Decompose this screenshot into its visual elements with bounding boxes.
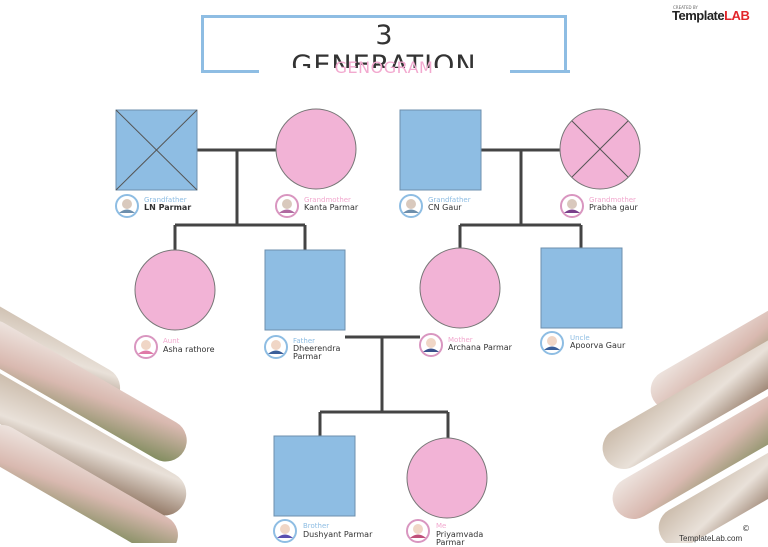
title-number: 3 [375,20,393,51]
photo-strips-left [0,293,187,543]
role-grandmother-gaur: Grandmother [589,196,636,204]
node-aunt [134,249,216,331]
connector-lines [173,148,583,438]
name-grandfather-gaur: CN Gaur [428,203,462,212]
name-mother: Archana Parmar [448,343,512,352]
footer-copyright: © [742,524,750,533]
photo-strips-right [602,290,768,543]
role-mother: Mother [448,336,473,344]
avatar-grandmother-gaur [560,194,584,218]
node-mother [419,247,501,329]
role-me: Me [436,522,447,530]
node-grandmother-parmar [275,108,357,190]
avatar-mother [419,333,443,357]
title-frame-bottom-left [201,70,259,73]
node-grandmother-gaur [559,108,641,190]
node-me [406,437,488,519]
brand-name: Template [672,8,725,23]
role-aunt: Aunt [163,337,180,345]
title-frame-bottom-right [510,70,570,73]
avatar-aunt [134,335,158,359]
role-uncle: Uncle [570,334,590,342]
name-me-line1: Priyamvada [436,530,484,539]
role-grandmother-parmar: Grandmother [304,196,351,204]
title-frame [201,15,567,73]
role-father: Father [293,337,316,345]
node-grandfather-gaur [399,109,482,191]
role-brother: Brother [303,522,330,530]
name-father-line2: Parmar [293,352,322,361]
avatar-brother [273,519,297,543]
name-grandfather-parmar: LN Parmar [144,203,192,212]
avatar-grandfather-gaur [399,194,423,218]
avatar-father [264,335,288,359]
name-brother: Dushyant Parmar [303,530,373,539]
role-grandfather-parmar: Grandfather [144,196,187,204]
subtitle: GENOGRAM [334,58,434,77]
brand-name-accent: LAB [724,8,750,23]
title-word: GENERATION [291,50,477,68]
name-father-line1: Dheerendra [293,344,341,353]
avatar-me [406,519,430,543]
name-grandmother-parmar: Kanta Parmar [304,203,359,212]
brand-tagline: CREATED BY [673,5,698,10]
node-grandfather-parmar [115,109,198,191]
footer-site: TemplateLab.com [679,534,743,543]
node-brother [273,435,356,517]
brand-logo: TemplateLAB [672,8,750,23]
role-grandfather-gaur: Grandfather [428,196,471,204]
avatar-grandfather-parmar [115,194,139,218]
node-father [264,249,346,331]
name-uncle: Apoorva Gaur [570,341,626,350]
avatar-grandmother-parmar [275,194,299,218]
node-uncle [540,247,623,329]
name-aunt: Asha rathore [163,345,215,354]
name-grandmother-gaur: Prabha gaur [589,203,638,212]
avatar-uncle [540,331,564,355]
